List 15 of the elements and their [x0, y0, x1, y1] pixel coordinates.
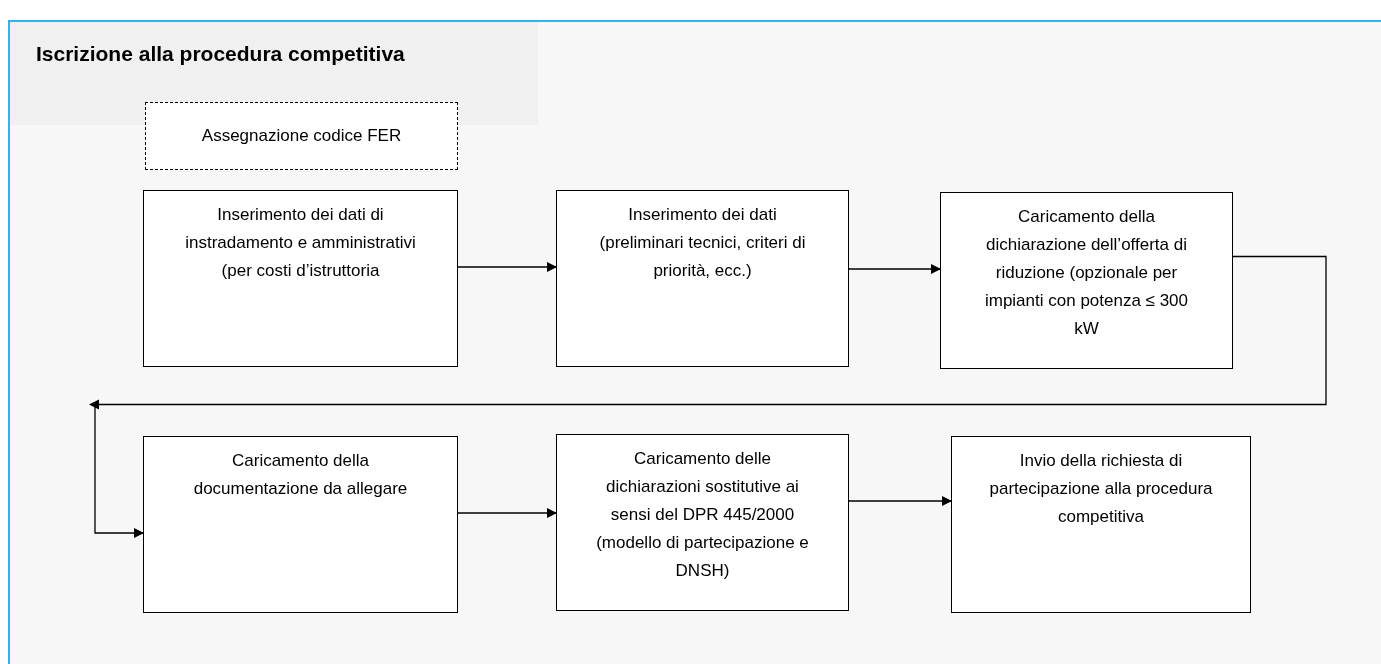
box-text: Caricamento della dichiarazione dell’offerta di riduzione (opzionale per impianti con potenza ≤ 300 kW	[983, 206, 1190, 340]
process-box	[940, 192, 1233, 369]
dashed-box	[145, 102, 458, 170]
process-box	[143, 190, 458, 367]
box-text: Inserimento dei dati (preliminari tecnici, criteri di priorità, ecc.)	[598, 204, 807, 282]
box-text: Assegnazione codice FER	[201, 125, 402, 147]
box-text: Caricamento delle dichiarazioni sostitutive ai sensi del DPR 445/2000 (modello di partecipazione e DNSH)	[595, 448, 810, 582]
box-text: Invio della richiesta di partecipazione alla procedura competitiva	[988, 450, 1214, 528]
box-text: Caricamento della documentazione da allegare	[192, 450, 409, 500]
diagram-title: Iscrizione alla procedura competitiva	[36, 41, 405, 67]
box-text: Inserimento dei dati di instradamento e amministrativi (per costi d’istruttoria	[184, 204, 417, 282]
process-box	[951, 436, 1251, 613]
process-box	[556, 434, 849, 611]
process-box	[143, 436, 458, 613]
process-box	[556, 190, 849, 367]
